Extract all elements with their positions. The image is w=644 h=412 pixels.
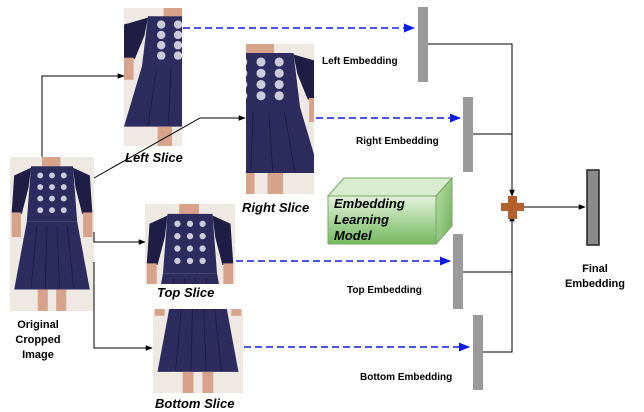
bottom-embedding-bar [473,315,483,390]
connector-left-slice [41,73,125,157]
original-label-line-2: Cropped [15,334,61,346]
embedding-learning-model-box [326,176,454,246]
original-image-label: Original Cropped Image [8,318,68,363]
top-embedding-connector [463,214,515,273]
bottom-embedding-connector [483,272,513,353]
right-slice-image [246,44,314,194]
top-embedding-label: Top Embedding [347,285,422,296]
left-embedding-label: Left Embedding [322,56,398,67]
right-embedding-bar [463,97,473,172]
connector-top-slice [93,232,146,245]
right-embedding-label: Right Embedding [356,136,439,147]
left-embedding-connector [428,43,515,197]
plus-combine-icon [501,196,524,219]
connector-right-slice [93,115,246,179]
input-to-slice-connectors [41,73,246,351]
bottom-slice-label: Bottom Slice [155,396,235,411]
final-label-line-2: Embedding [565,278,625,290]
top-slice-image [145,204,235,284]
original-label-line-1: Original [17,319,59,331]
model-label-line-3: Model [334,228,372,243]
embedding-to-combine-connectors [428,43,586,353]
top-embedding-bar [453,234,463,309]
connector-bottom-slice [93,262,153,351]
left-slice-image [124,8,182,146]
embedding-bars [418,7,483,390]
bottom-slice-image [153,309,243,393]
model-label-line-1: Embedding [334,196,405,211]
original-cropped-image [10,157,94,311]
final-label-line-1: Final [582,263,608,275]
model-label: Embedding Learning Model [334,196,405,244]
left-embedding-bar [418,7,428,82]
final-embedding-bar [586,169,600,246]
final-embedding-label: Final Embedding [560,262,630,292]
top-slice-label: Top Slice [157,285,215,300]
left-slice-label: Left Slice [125,150,183,165]
bottom-embedding-label: Bottom Embedding [360,372,453,383]
right-slice-label: Right Slice [242,200,310,215]
original-label-line-3: Image [22,349,54,361]
slice-to-embedding-arrows [183,23,471,352]
model-label-line-2: Learning [334,212,389,227]
